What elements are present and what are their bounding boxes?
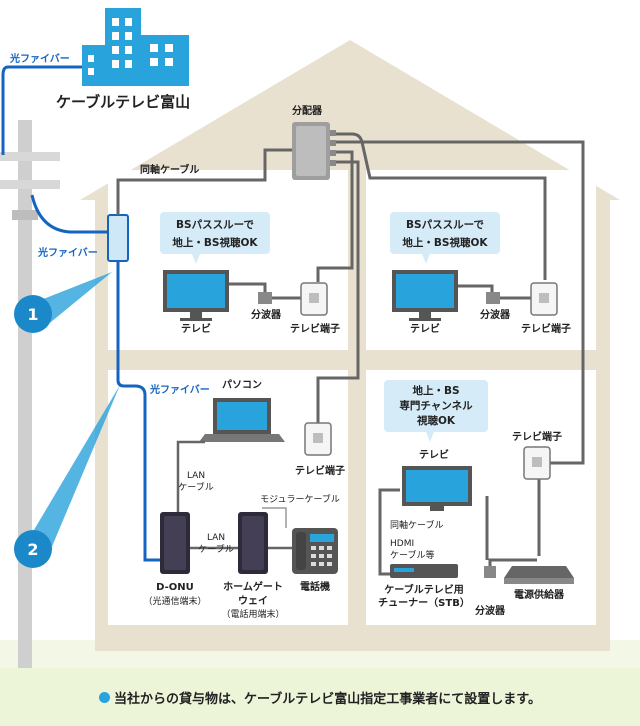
- splitter-icon: [484, 566, 496, 578]
- splitter-label: 分波器: [475, 604, 506, 617]
- gateway-label-2: ウェイ: [238, 595, 268, 607]
- svg-text:BSパススルーで: BSパススルーで: [406, 219, 484, 231]
- svg-text:地上・BS視聴OK: 地上・BS視聴OK: [402, 236, 488, 249]
- stb-label: ケーブルテレビ用: [384, 583, 463, 596]
- svg-text:2: 2: [27, 540, 38, 559]
- splitter-label: 分波器: [480, 308, 511, 321]
- svg-text:1: 1: [27, 305, 38, 324]
- lan-label-2: LAN: [207, 533, 225, 543]
- tv-outlet-icon: [300, 282, 328, 316]
- tv-outlet-label: テレビ端子: [521, 322, 571, 335]
- svg-text:BSパススルーで: BSパススルーで: [176, 219, 254, 231]
- building-icon: [82, 8, 189, 86]
- marker-1: 1: [14, 272, 112, 333]
- tv-outlet-icon: [530, 282, 558, 316]
- onu-label: D-ONU: [156, 582, 194, 593]
- lan-label-2-sub: ケーブル: [198, 543, 233, 555]
- tv-icon: [402, 466, 472, 511]
- optical-termination-box: [107, 214, 129, 262]
- hdmi-label: HDMI: [390, 539, 414, 549]
- bullet-icon: [99, 691, 111, 703]
- gateway-label: ホームゲート: [223, 580, 283, 593]
- coax-cable-label: 同軸ケーブル: [390, 519, 443, 531]
- modular-cable-label: モジュラーケーブル: [260, 493, 340, 505]
- lan-label-1-sub: ケーブル: [178, 481, 213, 493]
- stb-icon: [390, 564, 458, 578]
- phone-icon: [292, 528, 338, 574]
- modular-cable: [262, 507, 287, 528]
- svg-text:視聴OK: 視聴OK: [416, 414, 456, 427]
- tv-icon: [392, 270, 458, 321]
- tv-label: テレビ: [181, 322, 211, 335]
- splitter-icon: [486, 292, 500, 304]
- tv-label: テレビ: [419, 448, 449, 461]
- provider-name: ケーブルテレビ富山: [56, 93, 190, 111]
- bubble-lower-right: 地上・BS 専門チャンネル 視聴OK: [384, 380, 488, 442]
- splitter-icon: [258, 292, 272, 304]
- room-upper-right: [366, 170, 596, 350]
- phone-label: 電話機: [300, 580, 330, 593]
- stb-label-2: チューナー（STB）: [378, 596, 470, 609]
- fiber-cable: [1, 65, 160, 562]
- fiber-label-top: 光ファイバー: [9, 52, 70, 65]
- tv-label: テレビ: [410, 322, 440, 335]
- footer: 当社からの貸与物は、ケーブルテレビ富山指定工事業者にて設置します。: [0, 668, 640, 726]
- tv-icon: [163, 270, 229, 321]
- gateway-sublabel: （電話用端末）: [221, 608, 284, 620]
- distributor-icon: [292, 122, 336, 180]
- splitter-label: 分波器: [251, 308, 282, 321]
- marker-2: 2: [14, 385, 120, 568]
- distributor-label: 分配器: [292, 104, 323, 117]
- hdmi-sublabel: ケーブル等: [390, 549, 434, 561]
- bubble-upper-left: BSパススルーで 地上・BS視聴OK: [160, 212, 270, 264]
- onu-icon: [160, 512, 190, 574]
- tv-outlet-label: テレビ端子: [295, 464, 345, 477]
- pc-label: パソコン: [222, 379, 262, 391]
- lan-label-1: LAN: [187, 471, 205, 481]
- fiber-label-drop: 光ファイバー: [149, 383, 210, 396]
- coax-label: 同軸ケーブル: [140, 163, 199, 176]
- svg-text:地上・BS視聴OK: 地上・BS視聴OK: [172, 236, 258, 249]
- utility-pole: [0, 120, 60, 670]
- tv-outlet-label: テレビ端子: [512, 430, 562, 443]
- lan-cables: [176, 440, 292, 550]
- tv-outlet-label: テレビ端子: [290, 322, 340, 335]
- footer-note: 当社からの貸与物は、ケーブルテレビ富山指定工事業者にて設置します。: [114, 691, 541, 707]
- power-supply-icon: [504, 566, 574, 584]
- tv-outlet-icon: [523, 446, 551, 480]
- svg-text:専門チャンネル: 専門チャンネル: [399, 399, 473, 412]
- bubble-upper-right: BSパススルーで 地上・BS視聴OK: [390, 212, 500, 264]
- gateway-icon: [238, 512, 268, 574]
- tv-outlet-icon: [304, 422, 332, 456]
- coax-cables: [116, 132, 585, 576]
- fiber-label-mid: 光ファイバー: [37, 246, 98, 259]
- onu-sublabel: （光通信端末）: [143, 595, 206, 607]
- power-supply-label: 電源供給器: [514, 588, 565, 601]
- house-roof: [80, 40, 620, 200]
- room-upper-left: [108, 170, 348, 350]
- laptop-icon: [199, 398, 285, 442]
- svg-text:地上・BS: 地上・BS: [412, 384, 459, 397]
